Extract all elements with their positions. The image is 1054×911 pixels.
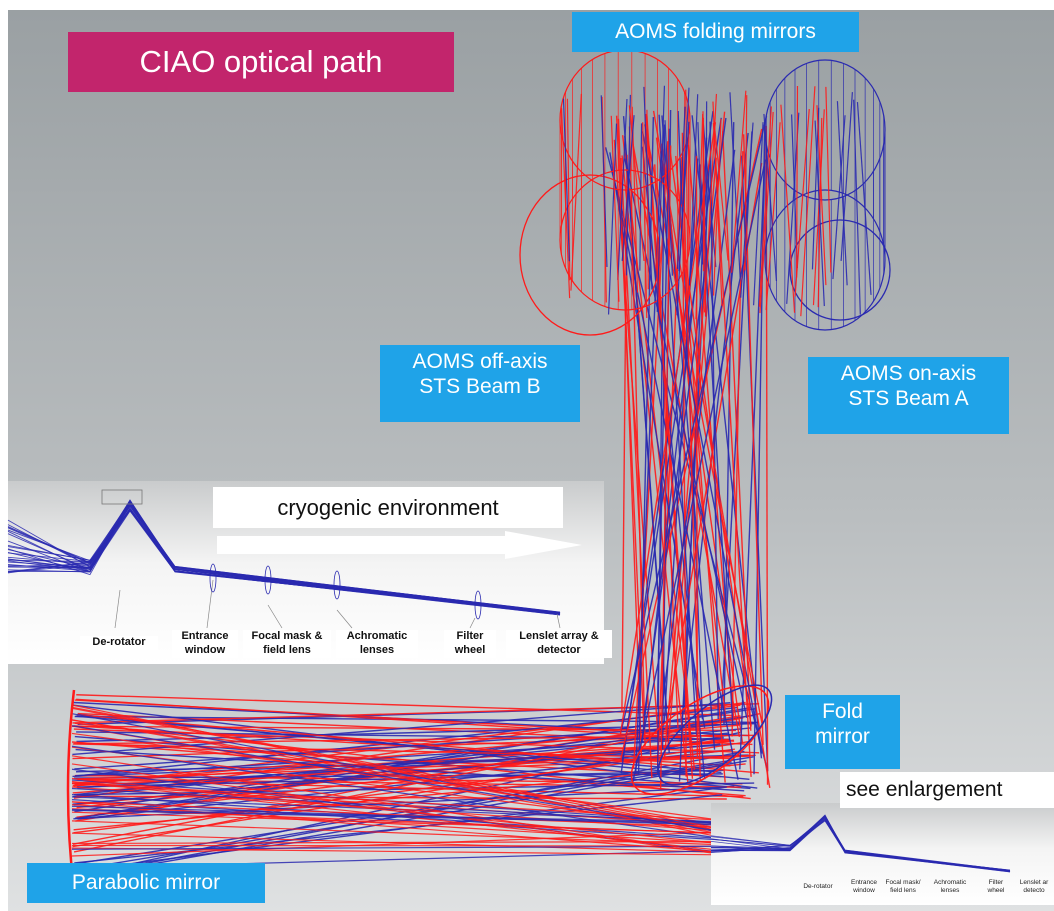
see-enlargement-label: see enlargement xyxy=(840,772,1054,808)
aoms-off-axis-line: AOMS off-axis xyxy=(412,350,548,373)
small-achromatic-lenses-label: Achromatic lenses xyxy=(933,879,967,894)
small-filter-wheel-label: Filter wheel xyxy=(987,879,1005,894)
small-focal-mask-label: Focal mask/ field lens xyxy=(885,879,921,894)
parabolic-mirror-label: Parabolic mirror xyxy=(27,863,265,903)
fold-mirror-label: Fold mirror xyxy=(785,695,900,769)
ray-trace xyxy=(66,49,891,891)
achromatic-lenses-label: Achromatic lenses xyxy=(336,630,418,658)
focal-mask-label: Focal mask & field lens xyxy=(243,630,331,658)
small-de-rotator-label: De-rotator xyxy=(803,883,833,890)
fold-line: Fold xyxy=(822,700,863,723)
lenslet-array-label: Lenslet array & detector xyxy=(506,630,612,658)
aoms-folding-mirrors-label: AOMS folding mirrors xyxy=(572,12,859,52)
small-entrance-window-label: Entrance window xyxy=(850,879,878,894)
aoms-on-axis-line: AOMS on-axis xyxy=(840,362,977,385)
aoms-off-axis-label: AOMS off-axis STS Beam B xyxy=(380,345,580,422)
de-rotator-label: De-rotator xyxy=(80,636,158,650)
aoms-on-axis-label: AOMS on-axis STS Beam A xyxy=(808,357,1009,434)
enlargement-inset xyxy=(710,803,1054,905)
sts-beam-a-line: STS Beam A xyxy=(848,387,969,411)
cryogenic-arrow xyxy=(217,531,582,559)
sts-beam-b-line: STS Beam B xyxy=(419,375,541,399)
filter-wheel-label: Filter wheel xyxy=(444,630,496,658)
small-lenslet-array-label: Lenslet ar detecto xyxy=(1019,879,1049,894)
cryogenic-environment-label: cryogenic environment xyxy=(213,487,563,528)
mirror-line: mirror xyxy=(815,725,870,749)
diagram-title: CIAO optical path xyxy=(68,32,454,92)
entrance-window-label: Entrance window xyxy=(172,630,238,658)
